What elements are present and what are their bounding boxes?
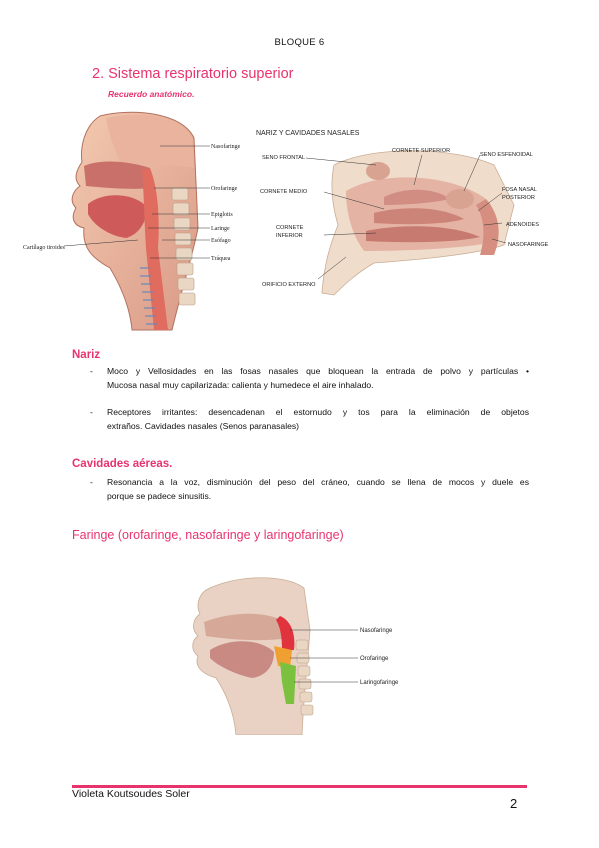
heading-cavidades: Cavidades aéreas.	[72, 458, 173, 470]
label-nasofaringe-2: NASOFARINGE	[508, 242, 549, 248]
label-nasofaringe: Nasofaringe	[211, 143, 241, 150]
label-traquea: Tráquea	[211, 256, 231, 262]
bullet-dash: -	[90, 477, 93, 487]
page-number: 2	[510, 796, 518, 811]
nasal-cavity-figure: NARIZ Y CAVIDADES NASALES SENO FRONTAL C…	[256, 130, 549, 296]
label-fosa-nasal-posterior: POSTERIOR	[502, 195, 535, 201]
bullet-dash: -	[90, 366, 93, 376]
footer-author: Violeta Koutsoudes Soler	[72, 788, 190, 800]
bullet-cavidades-1: - Resonancia a la voz, disminución del p…	[90, 476, 529, 504]
section-title: 2. Sistema respiratorio superior	[92, 66, 294, 82]
label-seno-frontal: SENO FRONTAL	[262, 155, 305, 161]
bullet-line: Resonancia a la voz, disminución del pes…	[107, 477, 529, 487]
label-cornete-superior: CORNETE SUPERIOR	[392, 148, 450, 154]
label-seno-esfenoidal: SENO ESFENOIDAL	[480, 152, 533, 158]
bullet-line: Receptores irritantes: desencadenan el e…	[107, 407, 529, 417]
block-header: BLOQUE 6	[274, 37, 325, 48]
label-epiglotis: Epiglotis	[211, 212, 233, 218]
label-cornete-medio: CORNETE MEDIO	[260, 189, 308, 195]
label-cornete-inferior-2: INFERIOR	[276, 233, 303, 239]
heading-nariz: Nariz	[72, 349, 101, 361]
head-sagittal-figure: Nasofaringe Orofaringe Epiglotis Laringe…	[23, 111, 241, 331]
footer-divider	[72, 785, 527, 788]
label-orofaringe: Orofaringe	[211, 185, 238, 192]
label-fig3-laringofaringe: Laringofaringe	[360, 680, 399, 686]
label-laringe: Laringe	[211, 226, 230, 232]
figure2-title: NARIZ Y CAVIDADES NASALES	[256, 130, 360, 137]
bullet-dash: -	[90, 407, 93, 417]
label-cartilago-tiroides: Cartílago tiroides	[23, 245, 65, 251]
label-fosa-nasal: FOSA NASAL	[502, 187, 537, 193]
bullet-line: Mucosa nasal muy capilarizada: calienta …	[107, 379, 374, 390]
label-fig3-nasofaringe: Nasofaringe	[360, 628, 393, 634]
heading-faringe: Faringe (orofaringe, nasofaringe y larin…	[72, 528, 344, 542]
label-adenoides: ADENOIDES	[506, 222, 539, 228]
section-subtitle: Recuerdo anatómico.	[108, 89, 195, 99]
label-esofago: Esófago	[211, 237, 231, 244]
label-fig3-orofaringe: Orofaringe	[360, 656, 389, 662]
pharynx-figure: Nasofaringe Orofaringe Laringofaringe	[192, 577, 399, 735]
bullet-nariz-2: - Receptores irritantes: desencadenan el…	[90, 406, 529, 434]
bullet-line: Moco y Vellosidades en las fosas nasales…	[107, 366, 529, 376]
label-orificio-externo: ORIFICIO EXTERNO	[262, 282, 316, 288]
bullet-line: extraños. Cavidades nasales (Senos paran…	[107, 420, 300, 431]
bullet-line: porque se padece sinusitis.	[107, 490, 212, 501]
bullet-nariz-1: - Moco y Vellosidades en las fosas nasal…	[90, 365, 529, 393]
label-cornete-inferior: CORNETE	[276, 225, 304, 231]
